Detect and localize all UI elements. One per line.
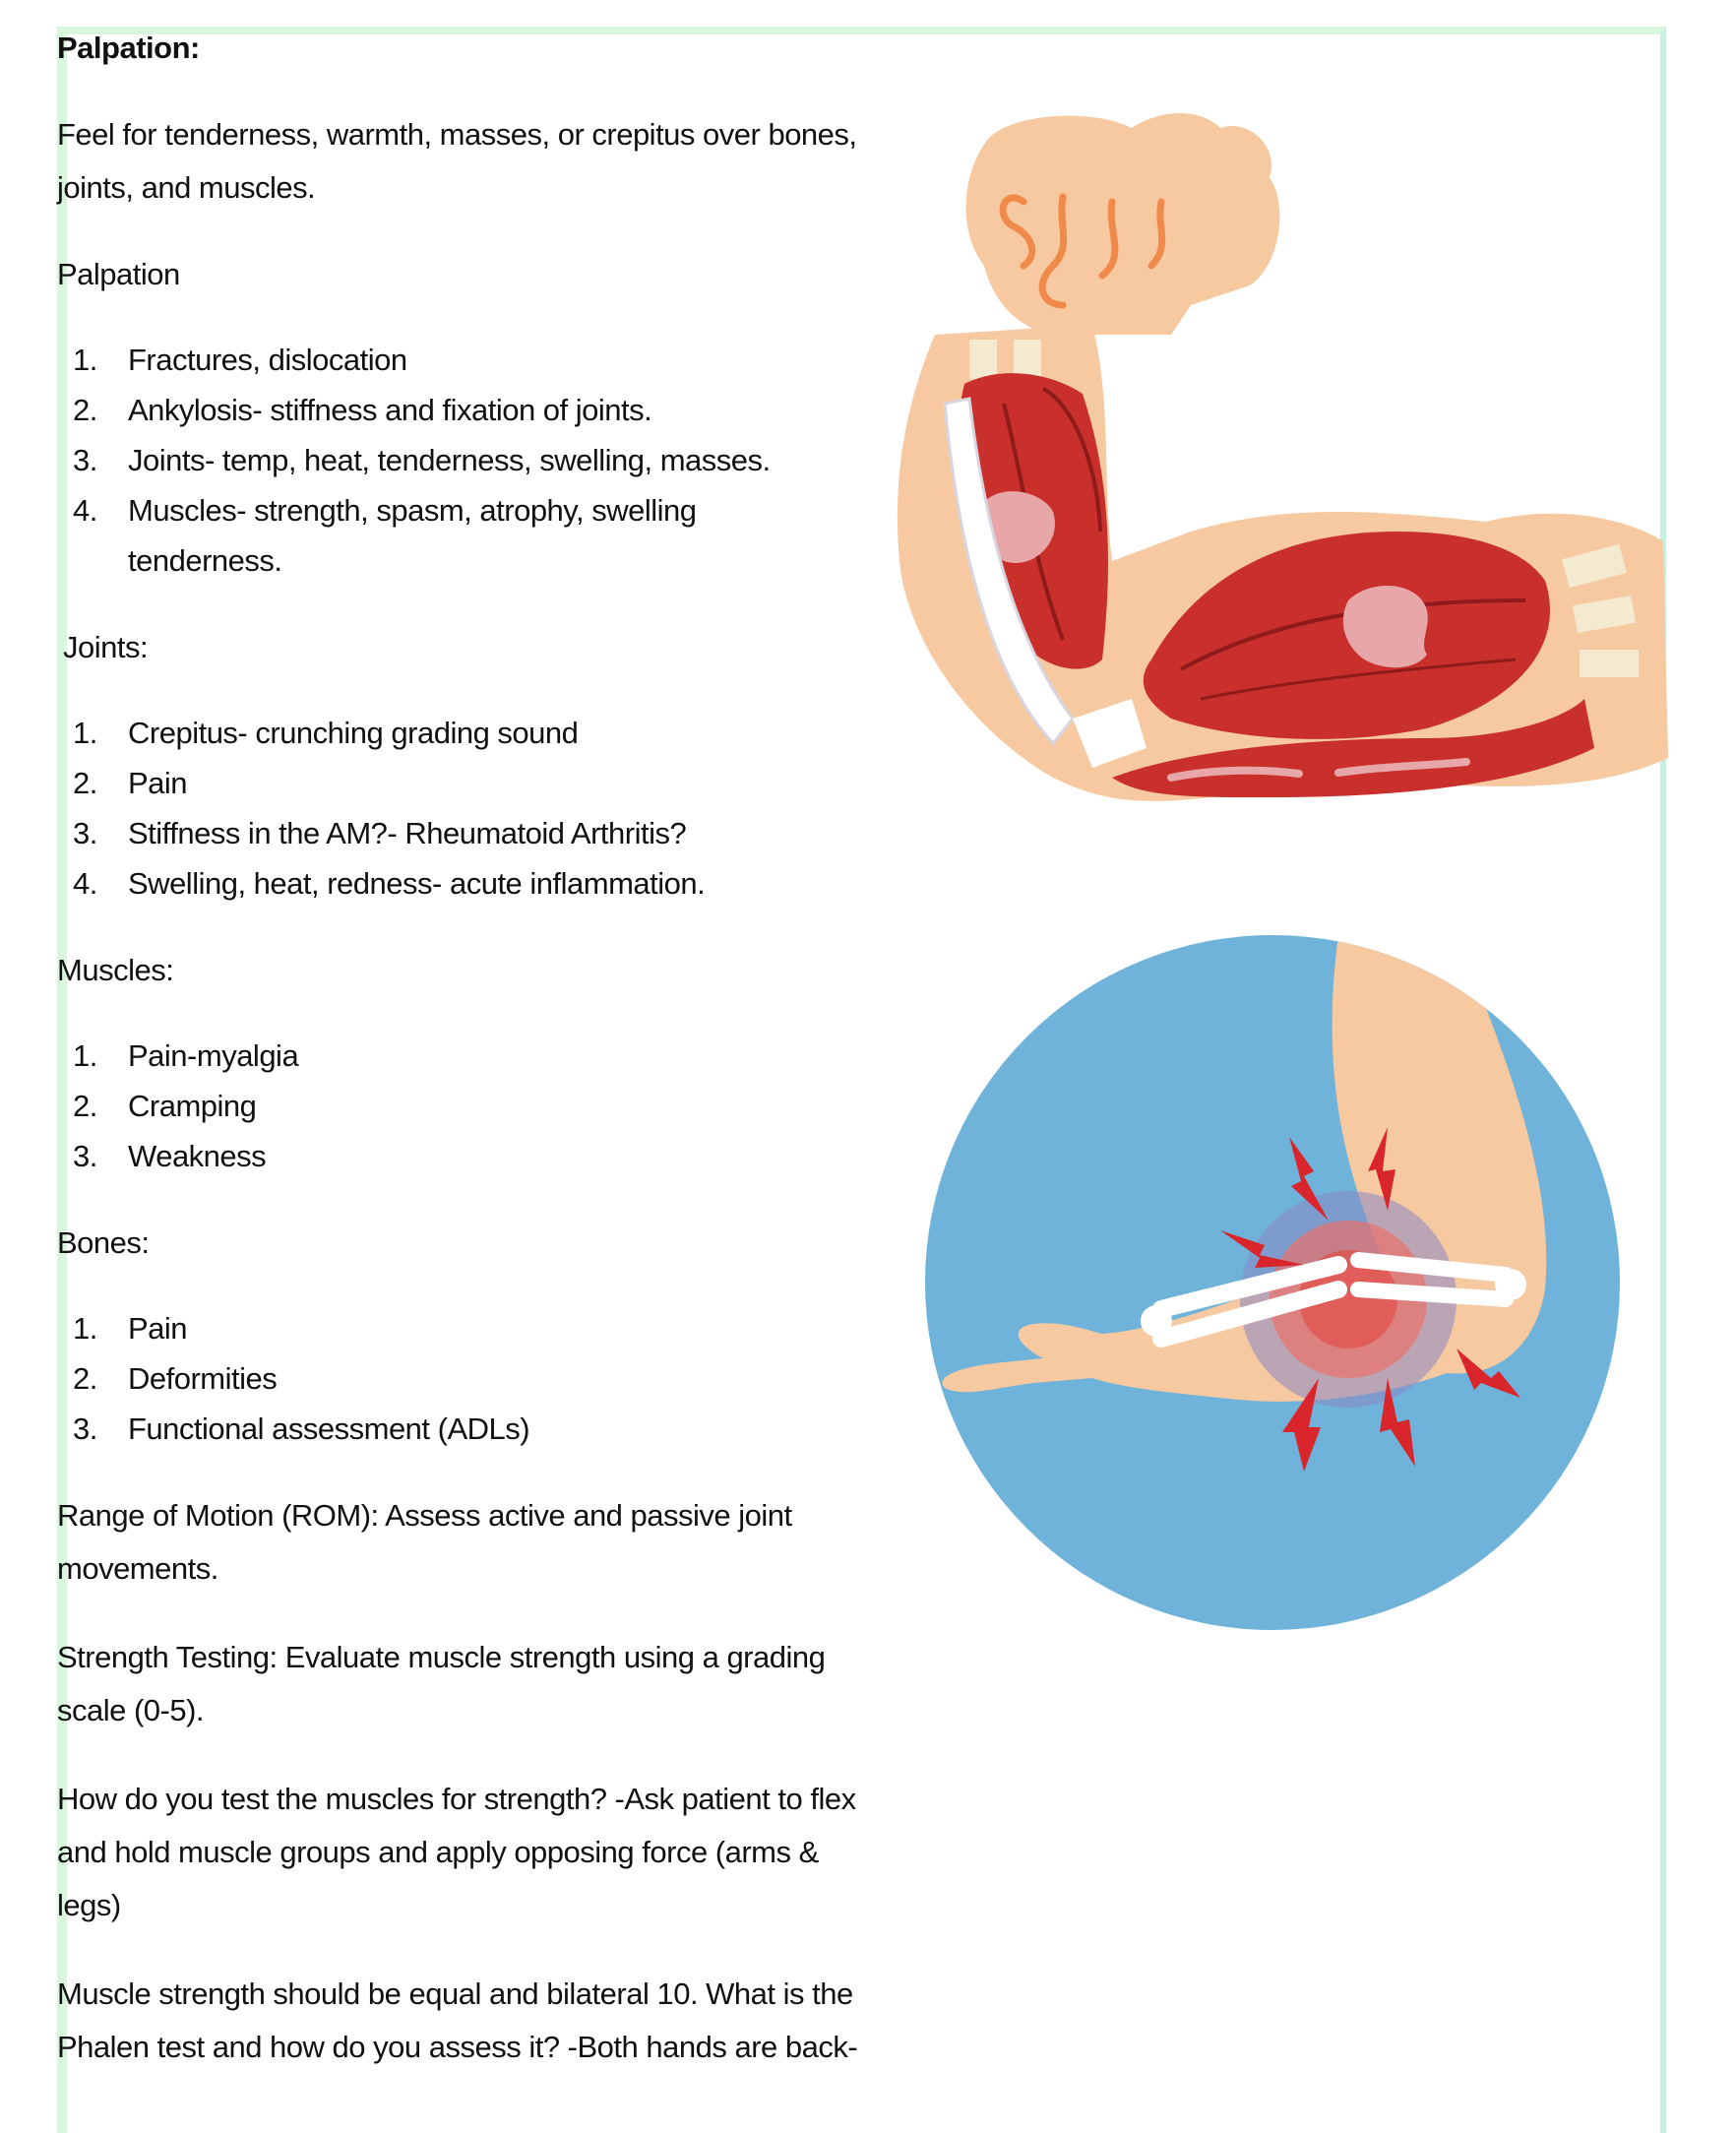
list-item: 4.Swelling, heat, redness- acute inflamm… xyxy=(73,866,706,901)
elbow-fracture-illustration xyxy=(925,935,1620,1630)
list-item: 2.Ankylosis- stiffness and fixation of j… xyxy=(73,393,652,427)
list-item: 1.Fractures, dislocation xyxy=(73,343,407,377)
bones-list: 1.Pain 2.Deformities 3.Functional assess… xyxy=(57,1303,874,1454)
strength-test-paragraph: How do you test the muscles for strength… xyxy=(57,1782,856,1922)
list-item: 3.Weakness xyxy=(73,1139,267,1173)
page-frame xyxy=(57,27,1666,2133)
palpation-sub-heading: Palpation xyxy=(57,257,180,291)
list-item: 3.Functional assessment (ADLs) xyxy=(73,1412,530,1446)
phalen-paragraph: Muscle strength should be equal and bila… xyxy=(57,1976,858,2064)
joints-list: 1.Crepitus- crunching grading sound 2.Pa… xyxy=(57,708,874,909)
list-item: 1.Pain xyxy=(73,1311,188,1346)
list-item: 2.Cramping xyxy=(73,1089,257,1123)
muscles-list: 1.Pain-myalgia 2.Cramping 3.Weakness xyxy=(57,1031,874,1181)
list-item: 3.Stiffness in the AM?- Rheumatoid Arthr… xyxy=(73,816,687,850)
palpation-intro: Feel for tenderness, warmth, masses, or … xyxy=(57,117,857,205)
rom-paragraph: Range of Motion (ROM): Assess active and… xyxy=(57,1498,792,1586)
palpation-heading: Palpation: xyxy=(57,31,200,65)
list-item: 4.Muscles- strength, spasm, atrophy, swe… xyxy=(73,493,697,578)
list-item: 3.Joints- temp, heat, tenderness, swelli… xyxy=(73,443,771,477)
list-item: 1.Pain-myalgia xyxy=(73,1038,299,1073)
joints-heading: Joints: xyxy=(63,630,149,664)
list-item: 2.Deformities xyxy=(73,1361,278,1396)
palpation-list: 1.Fractures, dislocation 2.Ankylosis- st… xyxy=(57,335,874,586)
strength-paragraph: Strength Testing: Evaluate muscle streng… xyxy=(57,1640,826,1727)
muscles-heading: Muscles: xyxy=(57,953,174,987)
bones-heading: Bones: xyxy=(57,1225,150,1260)
notes-text-column: Palpation: Feel for tenderness, warmth, … xyxy=(57,22,874,2074)
list-item: 2.Pain xyxy=(73,766,188,800)
flexed-arm-muscle-illustration xyxy=(897,113,1668,801)
list-item: 1.Crepitus- crunching grading sound xyxy=(73,716,579,750)
